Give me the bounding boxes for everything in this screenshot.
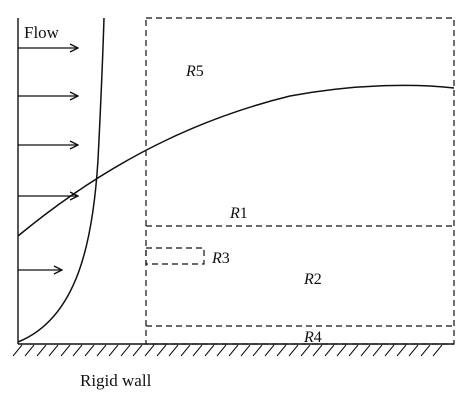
hatch-mark (336, 344, 347, 357)
hatch-mark (180, 344, 191, 357)
hatch-mark (360, 344, 371, 357)
boundary-layer-thickness-curve (17, 84, 455, 237)
hatch-mark (24, 344, 35, 357)
flow-label: Flow (24, 23, 60, 42)
hatch-mark (204, 344, 215, 357)
hatch-mark (72, 344, 83, 357)
hatch-mark (288, 344, 299, 357)
hatch-mark (240, 344, 251, 357)
hatch-mark (300, 344, 311, 357)
flow-arrows (18, 48, 78, 270)
rigid-wall-label: Rigid wall (80, 371, 152, 390)
hatch-mark (12, 344, 23, 357)
hatch-mark (420, 344, 431, 357)
velocity-profile-curve (17, 17, 105, 343)
hatch-mark (84, 344, 95, 357)
hatch-mark (228, 344, 239, 357)
region-label-r5: R5 (185, 63, 204, 80)
region-outer-box (145, 17, 455, 345)
hatch-mark (276, 344, 287, 357)
region-label-r3: R3 (211, 250, 230, 267)
hatch-mark (264, 344, 275, 357)
region-label-r4: R4 (303, 329, 322, 346)
hatch-mark (192, 344, 203, 357)
hatch-mark (36, 344, 47, 357)
hatch-mark (60, 344, 71, 357)
hatch-mark (96, 344, 107, 357)
wall-hatching (12, 344, 443, 357)
hatch-mark (408, 344, 419, 357)
hatch-mark (432, 344, 443, 357)
hatch-mark (144, 344, 155, 357)
hatch-mark (372, 344, 383, 357)
hatch-mark (120, 344, 131, 357)
hatch-mark (312, 344, 323, 357)
region-label-r1: R1 (229, 205, 248, 222)
hatch-mark (324, 344, 335, 357)
hatch-mark (216, 344, 227, 357)
hatch-mark (396, 344, 407, 357)
hatch-mark (156, 344, 167, 357)
region-r3-box (145, 247, 205, 265)
hatch-mark (48, 344, 59, 357)
hatch-mark (168, 344, 179, 357)
region-label-r2: R2 (303, 271, 322, 288)
hatch-mark (348, 344, 359, 357)
hatch-mark (384, 344, 395, 357)
hatch-mark (252, 344, 263, 357)
hatch-mark (132, 344, 143, 357)
dashed-regions (145, 17, 455, 345)
hatch-mark (108, 344, 119, 357)
